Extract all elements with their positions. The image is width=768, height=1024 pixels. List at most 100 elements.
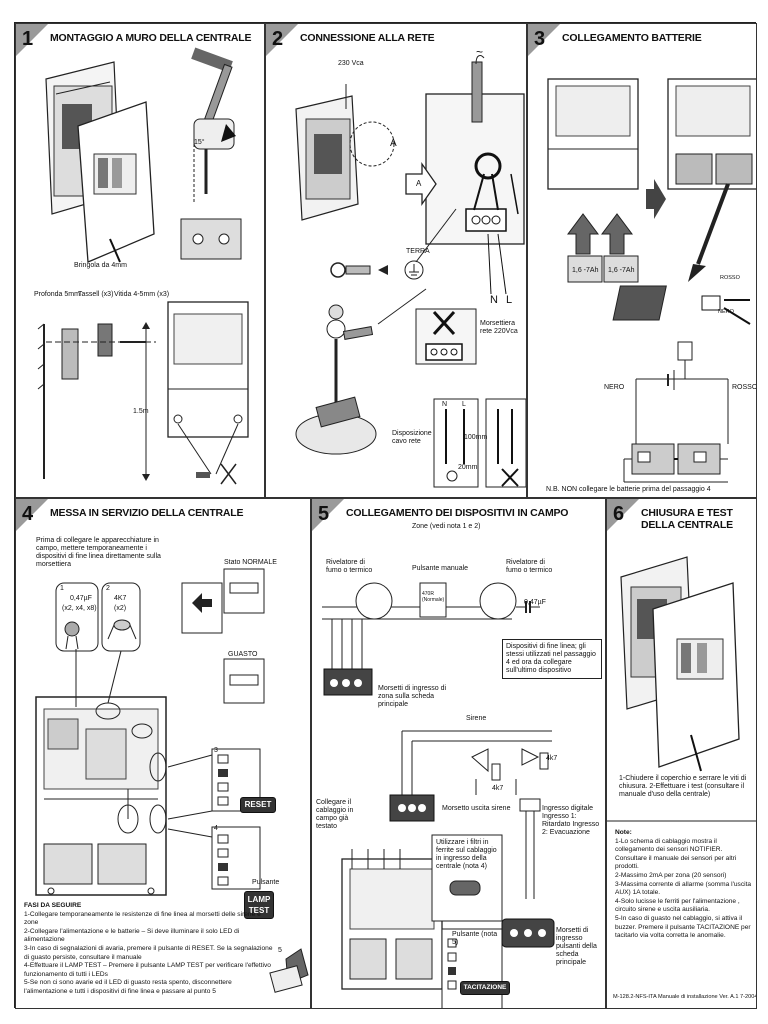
panel-corner-tab [16,24,49,57]
panel-5-field-devices: 5 COLLEGAMENTO DEI DISPOSITIVI IN CAMPO … [311,498,606,1009]
panel-cover-illustration [37,47,249,485]
detector-2-label: Rivelatore di fumo o termico [506,559,553,574]
zone-subtitle: Zone (vedi nota 1 e 2) [412,523,481,530]
pulsante-label: Pulsante [252,879,280,886]
battery-illustration [547,78,756,483]
zone-terminals-label: Morsetti di ingresso di zona sulla sched… [378,685,447,708]
mm20-label: 20mm [458,464,478,471]
panel-title: COLLEGAMENTO BATTERIE [562,32,702,44]
terra-label: TERRA [406,248,430,255]
stato-normale-label: Stato NORMALE [224,559,277,566]
siren-output-label: Morsetto uscita sirene [442,805,511,812]
small-l-label: L [462,401,466,408]
step-index-4: 4 [214,825,218,832]
resistor-normal-label: 470R (Normale) [422,591,445,603]
screw-label-depth: Profonda 5mm [34,291,80,298]
res-value: 4K7 [114,595,127,602]
document-footer: M-128.2-NFS-ITA Manuale di installazione… [613,994,757,1000]
resistor-2-label: 4k7 [546,755,558,762]
cap-index: 1 [60,585,64,592]
note-item: 5-In caso di guasto nel cablaggio, si at… [615,914,751,940]
panel-corner-tab [312,499,345,532]
procedure-step: 3-In caso di segnalazioni di avaria, pre… [24,944,273,961]
procedure-step: 4-Effettuare il LAMP TEST – Premere il p… [24,962,271,978]
step-index-5: 5 [278,947,282,954]
panel-corner-tab [16,499,49,532]
panel-number: 6 [613,503,625,525]
mains-wiring-illustration [295,55,526,488]
ferrite-note: Utilizzare i filtri in ferrite sul cabla… [436,839,497,870]
installation-sheet: 1 MONTAGGIO A MURO DELLA CENTRALE [14,22,757,1009]
note-item: 1-Lo schema di cablaggio mostra il colle… [615,837,737,871]
panel-title: MESSA IN SERVIZIO DELLA CENTRALE [50,507,244,519]
note-item: 3-Massima corrente di allarme (somma l'u… [615,880,752,897]
nero-top-label: NERO [718,309,734,315]
button-input-terminals-label: Morsetti di ingresso pulsanti della sche… [556,927,597,966]
a-box-label: A [416,179,422,188]
cap-value: 0,47µF [70,595,92,602]
panel-corner-tab [607,499,640,532]
procedure-steps: FASI DA SEGUIRE 1-Collegare temporaneame… [24,902,274,997]
screw-label-anchor: Tassell (x3) [78,291,114,298]
panel-2-mains-connection: 2 CONNESSIONE ALLA RETE [265,23,527,498]
tested-wiring-label: Collegare il cablaggio in campo già test… [316,799,354,830]
capacitor-label: 0,47µF [524,599,546,606]
a-label: A [390,138,397,149]
res-quantity: (x2) [114,605,127,612]
panel-1-wall-mounting: 1 MONTAGGIO A MURO DELLA CENTRALE [15,23,265,498]
tacitazione-button[interactable]: TACITAZIONE [460,981,510,995]
note-item: 4-Solo lucisse le ferriti per l'alimenta… [615,897,740,914]
manual-call-point-label: Pulsante manuale [412,565,469,572]
height-label: 1.5m [133,408,149,415]
screw-label-screw: Vitida 4-5mm (x3) [114,291,170,298]
nero-label: NERO [604,384,625,391]
end-of-line-note: Dispositivi di fine linea; gli stessi ut… [502,639,602,679]
angle-label: 15° [194,139,205,146]
battery-2-label: 1,6 -7Ah [608,267,635,274]
panel-title: COLLEGAMENTO DEI DISPOSITIVI IN CAMPO [346,507,569,519]
panel-corner-tab [266,24,299,57]
panel-corner-tab [528,24,561,57]
digital-input-label: Ingresso digitale Ingresso 1: Ritardato … [542,805,600,836]
panel-title: MONTAGGIO A MURO DELLA CENTRALE [50,32,252,44]
panel-3-battery-connection: 3 COLLEGAMENTO BATTERIE [527,23,757,498]
detector-1-label: Rivelatore di fumo o termico [326,559,373,574]
procedure-step: 2-Collegare l'alimentazione e le batteri… [24,927,240,944]
procedure-title: FASI DA SEGUIRE [24,902,82,909]
closing-steps: 1-Chiudere il coperchio e serrare le vit… [619,775,747,798]
disposizione-label: Disposizione cavo rete [392,430,432,445]
voltage-label: 230 Vca [338,60,364,67]
panel-title: CHIUSURA E TEST DELLA CENTRALE [641,507,733,531]
panel-number: 2 [272,28,284,50]
tilde-label: ~ [476,45,484,59]
sirens-label: Sirene [466,715,487,722]
closing-illustration [607,556,756,822]
panel-number: 5 [318,503,330,525]
notes-title: Note: [615,829,632,836]
cap-quantity: (x2, x4, x8) [62,605,97,612]
notes-section: Note: 1-Lo schema di cablaggio mostra il… [615,829,753,941]
panel-title: CONNESSIONE ALLA RETE [300,32,435,44]
small-n-label: N [442,401,448,408]
lamp-test-button[interactable]: LAMP TEST [244,891,274,919]
drill-note: Bringola da 4mm [74,262,127,269]
rosso-top-label: ROSSO [720,275,740,281]
battery-note: N.B. NON collegare le batterie prima del… [546,486,711,493]
reset-button[interactable]: RESET [240,797,276,813]
panel-number: 1 [22,28,34,50]
res-index: 2 [106,585,110,592]
procedure-step: 1-Collegare temporaneamente le resistenz… [24,910,261,927]
note-item: 2-Massimo 2mA per zona (20 sensori) [615,871,727,879]
step-index-3: 3 [214,747,218,754]
button-note-label: Pulsante (nota 5) [452,931,498,946]
panel-number: 4 [22,503,34,525]
panel-6-closing-test: 6 CHIUSURA E TEST DELLA CENTRALE 1-Chiud… [606,498,757,1009]
mm100-label: 100mm [464,434,488,441]
battery-1-label: 1,6 -7Ah [572,267,599,274]
intro-text: Prima di collegare le apparecchiature in… [36,537,161,568]
commissioning-illustration [35,568,309,993]
l-label: L [506,294,513,306]
morsettiera-label: Morsettiera rete 220Vca [480,320,518,335]
resistor-1-label: 4k7 [492,785,504,792]
guasto-label: GUASTO [228,651,258,658]
